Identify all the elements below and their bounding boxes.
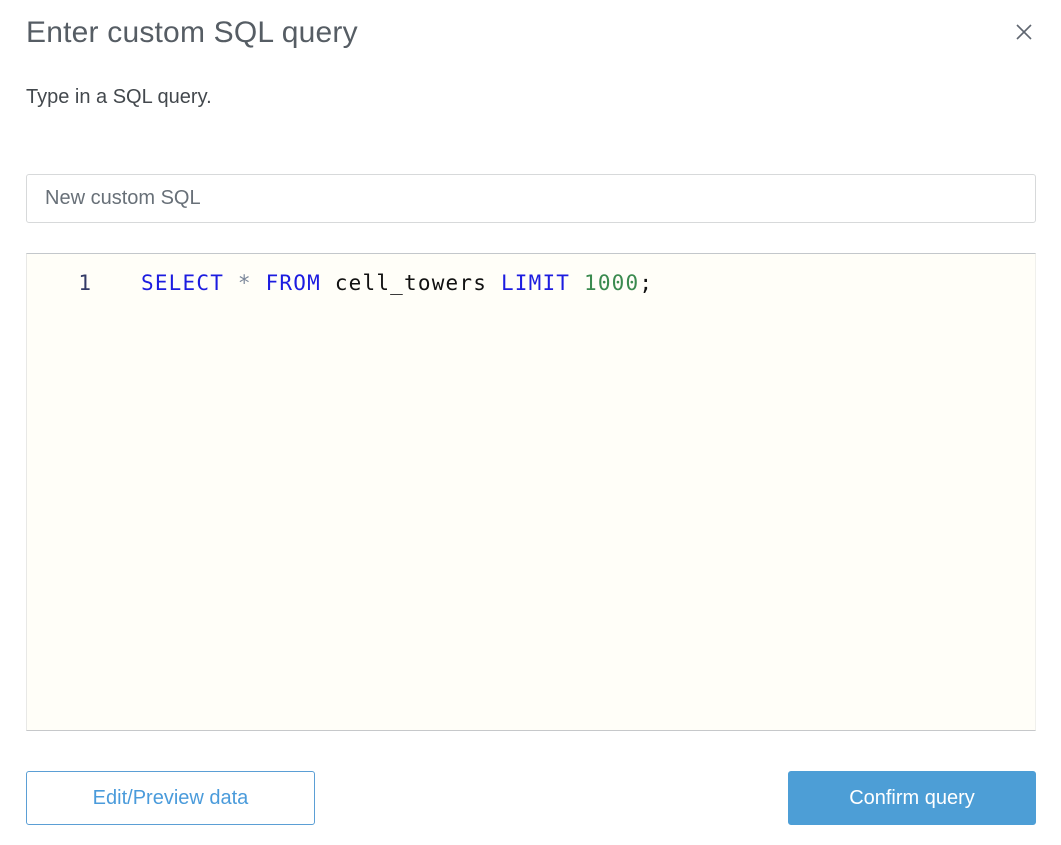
close-icon — [1016, 24, 1032, 40]
sql-token-number: 1000 — [584, 271, 640, 295]
code-text: SELECT * FROM cell_towers LIMIT 1000; — [91, 271, 653, 295]
close-button[interactable] — [1011, 19, 1037, 45]
sql-editor[interactable]: 1 SELECT * FROM cell_towers LIMIT 1000; — [26, 253, 1036, 731]
confirm-query-button[interactable]: Confirm query — [788, 771, 1036, 825]
sql-token-keyword: FROM — [265, 271, 335, 295]
sql-token-keyword: SELECT — [141, 271, 238, 295]
query-name-input[interactable] — [26, 174, 1036, 223]
dialog-title: Enter custom SQL query — [26, 16, 358, 49]
sql-token-operator: * — [237, 271, 266, 295]
dialog-subtitle: Type in a SQL query. — [26, 86, 212, 108]
code-line: 1 SELECT * FROM cell_towers LIMIT 1000; — [27, 271, 1035, 295]
sql-token-keyword: LIMIT — [500, 271, 584, 295]
sql-token-identifier: cell_towers — [334, 271, 501, 295]
edit-preview-data-button[interactable]: Edit/Preview data — [26, 771, 315, 825]
line-number: 1 — [78, 271, 91, 295]
sql-token-punctuation: ; — [639, 271, 654, 295]
